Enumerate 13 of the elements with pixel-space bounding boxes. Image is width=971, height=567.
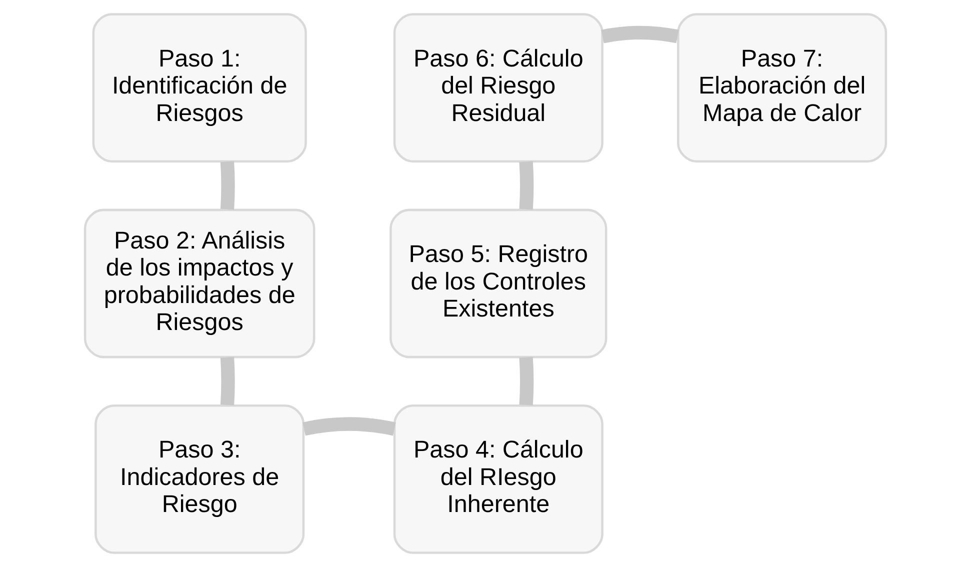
node-box: Paso 7: Elaboración del Mapa de Calor — [677, 13, 888, 163]
node-box: Paso 6: Cálculo del Riesgo Residual — [393, 13, 604, 163]
connector — [220, 356, 235, 406]
node-box: Paso 5: Registro de los Controles Existentes — [390, 208, 608, 358]
node-box: Paso 4: Cálculo del RIesgo Inherente — [393, 404, 604, 554]
connector — [601, 26, 679, 44]
node-box: Paso 2: Análisis de los impactos y probabilidades de Riesgos — [84, 208, 316, 358]
connector — [220, 161, 235, 210]
node-box: Paso 1: Identificación de Riesgos — [92, 13, 307, 163]
connector — [519, 356, 534, 406]
connector — [302, 417, 396, 436]
connector — [519, 161, 534, 210]
node-box: Paso 3: Indicadores de Riesgo — [94, 404, 305, 554]
